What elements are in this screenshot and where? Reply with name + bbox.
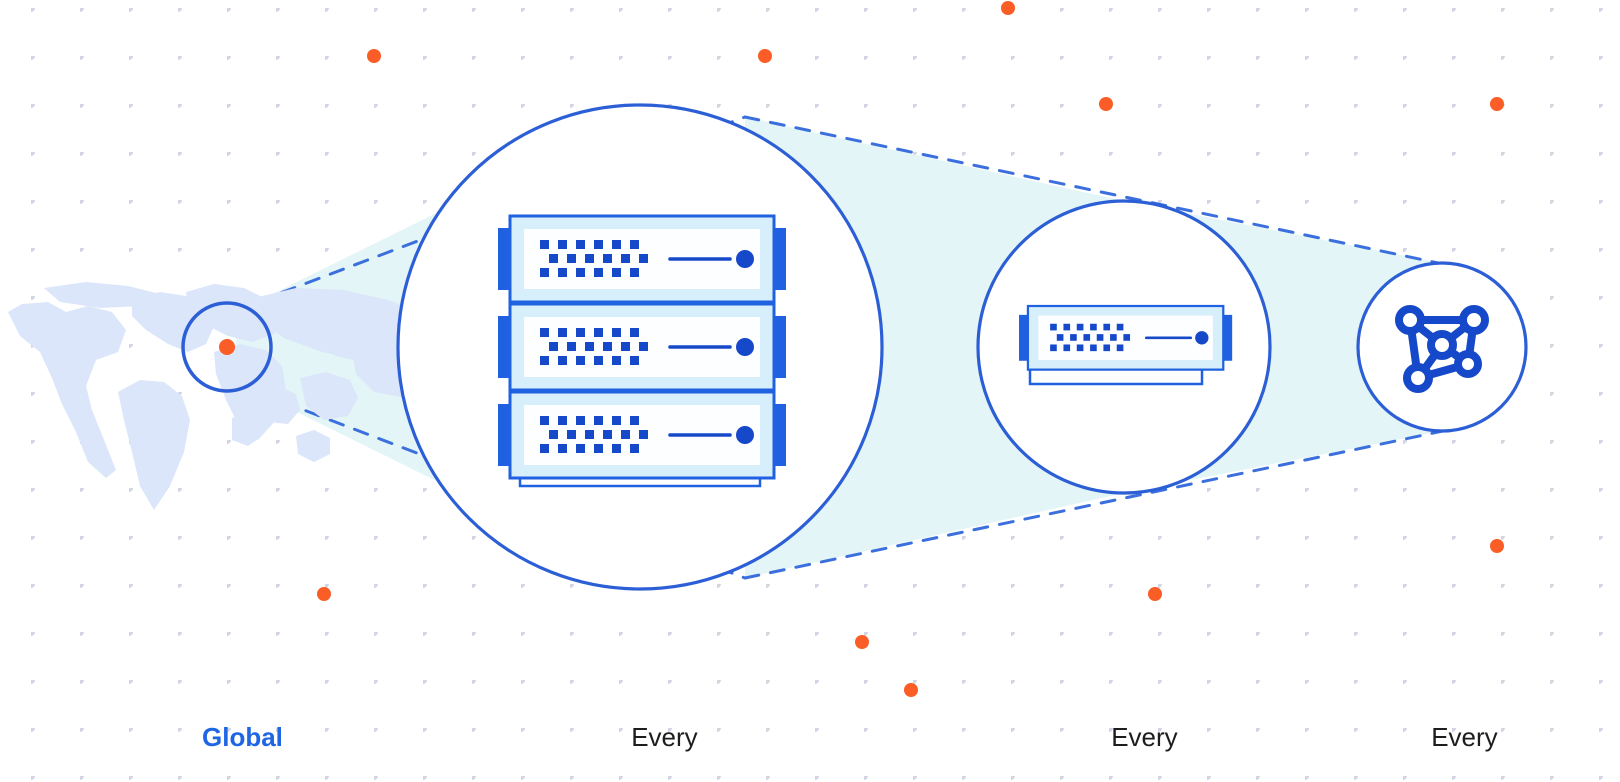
world-map-icon: [8, 282, 472, 510]
server-unit-icon: [1017, 304, 1234, 386]
accent-dot: [904, 683, 918, 697]
accent-dot: [1099, 97, 1113, 111]
label-every-server: Every server: [1030, 692, 1230, 782]
accent-dots: [317, 1, 1504, 697]
label-every-service: Every service: [1350, 692, 1550, 782]
server-unit-2: [496, 302, 788, 392]
label-every-data-center: Every data center: [540, 692, 760, 782]
accent-dot: [1148, 587, 1162, 601]
accent-dot: [1490, 539, 1504, 553]
accent-dot: [855, 635, 869, 649]
dashed-connector-top-right: [743, 115, 1464, 270]
server-unit-3: [496, 390, 788, 480]
location-dot-icon: [219, 339, 235, 355]
network-nodes-icon: [1395, 305, 1489, 393]
accent-dot: [1001, 1, 1015, 15]
accent-dot: [367, 49, 381, 63]
map-highlight-circle[interactable]: [181, 301, 273, 393]
accent-dot: [1490, 97, 1504, 111]
dashed-connector-bottom-right: [743, 425, 1464, 580]
server-unit-1: [496, 214, 788, 304]
accent-dot: [758, 49, 772, 63]
server-rack-icon: [496, 214, 788, 488]
label-global-network-line1: Global: [202, 722, 283, 752]
label-service-line1: Every: [1431, 722, 1498, 752]
label-data-center-line1: Every: [631, 722, 698, 752]
label-server-line1: Every: [1111, 722, 1178, 752]
label-global-network: Global network: [128, 692, 328, 782]
accent-dot: [317, 587, 331, 601]
